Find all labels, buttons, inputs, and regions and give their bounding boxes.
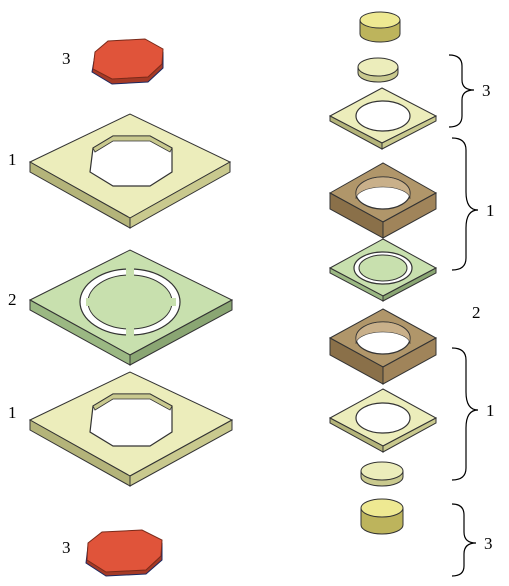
left-label-cap-bottom: 3 [62, 538, 71, 557]
right-small-ring-plate-lower [328, 388, 438, 453]
bracket-right-lower-middle [451, 347, 479, 481]
right-small-ring-plate-top [328, 87, 438, 150]
right-green-small-plate [328, 238, 438, 302]
left-label-plate-upper: 1 [8, 150, 17, 169]
bracket-right-upper-middle [451, 137, 479, 271]
right-thin-disc-lower [360, 461, 404, 487]
left-red-cap-bottom [85, 529, 163, 577]
right-gold-puck-bottom [360, 498, 404, 535]
bracket-right-top [448, 54, 475, 128]
right-gold-puck-top [359, 11, 401, 43]
bracket-right-bottom [451, 503, 477, 577]
right-brown-box-upper [328, 162, 438, 239]
left-stack: 3 1 2 1 3 [8, 38, 234, 577]
right-stack: 3 1 2 1 3 [328, 11, 495, 577]
right-label-bottom: 3 [484, 534, 493, 553]
right-thin-disc-top [357, 57, 399, 83]
right-label-top: 3 [482, 81, 491, 100]
left-red-cap-top [91, 38, 164, 85]
left-green-plate [28, 249, 234, 366]
right-label-lower-middle: 1 [486, 401, 495, 420]
left-label-green-plate: 2 [8, 290, 17, 309]
left-ring-plate-lower [28, 371, 234, 487]
right-label-center: 2 [472, 303, 481, 322]
left-ring-plate-upper [28, 113, 232, 229]
right-label-upper-middle: 1 [486, 201, 495, 220]
left-label-plate-lower: 1 [8, 403, 17, 422]
left-label-cap-top: 3 [62, 49, 71, 68]
right-brown-box-lower [328, 308, 438, 385]
